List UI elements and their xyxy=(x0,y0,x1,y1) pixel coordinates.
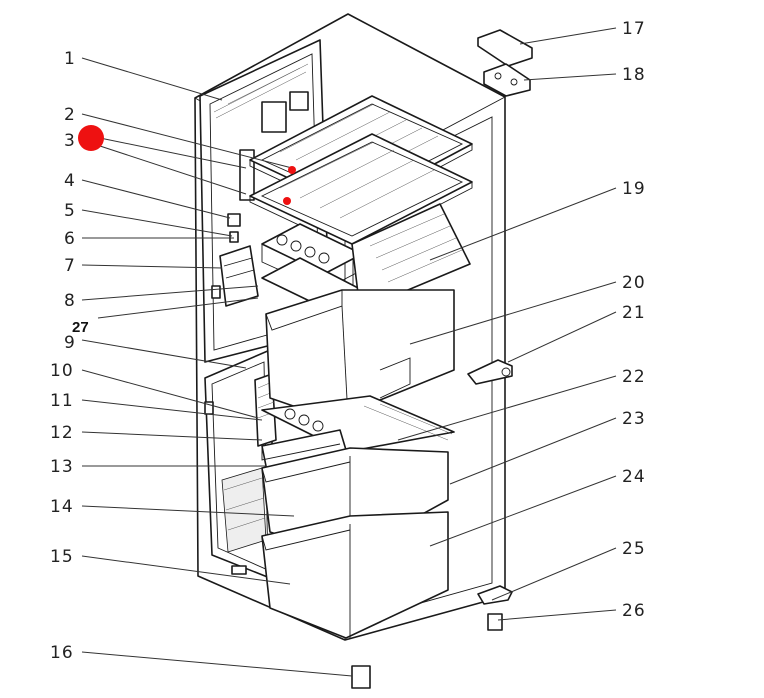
label-5: 5 xyxy=(64,201,76,221)
label-17: 17 xyxy=(622,19,646,39)
leader-lines xyxy=(81,27,617,677)
label-12: 12 xyxy=(50,423,74,443)
label-4: 4 xyxy=(64,171,76,191)
label-1: 1 xyxy=(64,49,76,69)
label-8: 8 xyxy=(64,291,76,311)
middle-hinge-21 xyxy=(467,359,513,385)
highlight-dot-shelf-2 xyxy=(283,197,291,205)
part-labels: 1 2 3 4 5 6 7 8 27 9 10 11 12 13 14 15 1… xyxy=(50,19,646,663)
label-6: 6 xyxy=(64,229,76,249)
highlight-dot-shelf-1 xyxy=(288,166,296,174)
label-27: 27 xyxy=(72,319,89,336)
label-15: 15 xyxy=(50,547,74,567)
label-24: 24 xyxy=(622,467,646,487)
bottom-hinge-25 xyxy=(477,585,513,605)
foot-16 xyxy=(351,665,371,689)
label-2: 2 xyxy=(64,105,76,125)
freezer-drawer-lower xyxy=(261,511,449,639)
label-9: 9 xyxy=(64,333,76,353)
middle-glass-shelf xyxy=(351,203,471,311)
label-20: 20 xyxy=(622,273,646,293)
label-14: 14 xyxy=(50,497,74,517)
label-21: 21 xyxy=(622,303,646,323)
label-16: 16 xyxy=(50,643,74,663)
label-10: 10 xyxy=(50,361,74,381)
label-22: 22 xyxy=(622,367,646,387)
foot-26 xyxy=(487,613,503,631)
label-7: 7 xyxy=(64,256,76,276)
label-11: 11 xyxy=(50,391,74,411)
label-26: 26 xyxy=(622,601,646,621)
label-3: 3 xyxy=(64,131,76,151)
label-13: 13 xyxy=(50,457,74,477)
top-hinge-18 xyxy=(483,63,531,97)
second-glass-shelf xyxy=(249,133,473,251)
label-25: 25 xyxy=(622,539,646,559)
highlight-marker-large[interactable] xyxy=(78,125,104,151)
label-19: 19 xyxy=(622,179,646,199)
hinge-cover-17 xyxy=(477,29,533,67)
label-18: 18 xyxy=(622,65,646,85)
label-23: 23 xyxy=(622,409,646,429)
